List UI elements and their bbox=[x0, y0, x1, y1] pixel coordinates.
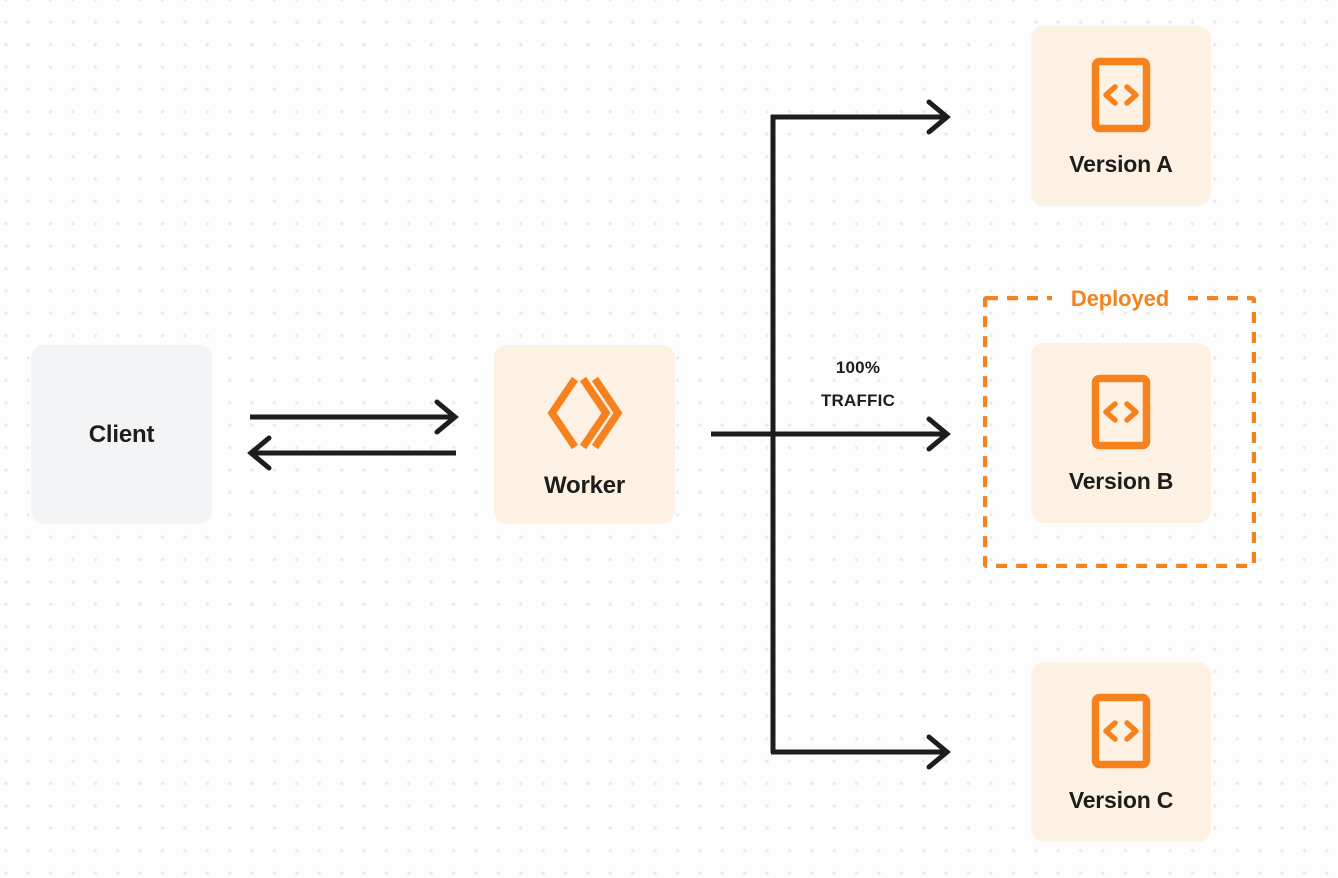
node-worker[interactable]: Worker bbox=[494, 345, 675, 524]
node-client[interactable]: Client bbox=[31, 345, 212, 524]
node-version-a-label: Version A bbox=[1069, 150, 1173, 177]
deployed-label: Deployed bbox=[1052, 286, 1188, 312]
traffic-label: 100% TRAFFIC bbox=[770, 351, 946, 417]
node-version-b-label: Version B bbox=[1068, 467, 1174, 494]
deployed-boundary-box bbox=[983, 296, 1256, 568]
node-client-label: Client bbox=[88, 420, 155, 448]
arrow-client-to-worker bbox=[250, 399, 459, 435]
arrow-worker-to-version-b bbox=[711, 416, 951, 452]
arrow-worker-to-version-a bbox=[771, 99, 951, 135]
node-version-c-label: Version C bbox=[1068, 786, 1174, 813]
traffic-percent-value: 100% bbox=[835, 358, 881, 377]
code-document-icon bbox=[1091, 693, 1151, 769]
node-version-b[interactable]: Version B bbox=[1031, 343, 1211, 523]
code-document-icon bbox=[1091, 57, 1151, 133]
code-document-icon bbox=[1091, 374, 1151, 450]
cloudflare-workers-logo-icon bbox=[544, 372, 626, 454]
arrow-worker-to-client bbox=[247, 435, 456, 471]
node-version-c[interactable]: Version C bbox=[1031, 662, 1211, 842]
arrow-worker-to-version-c bbox=[771, 734, 951, 770]
traffic-word: TRAFFIC bbox=[820, 391, 896, 410]
node-version-a[interactable]: Version A bbox=[1031, 26, 1211, 206]
node-worker-label: Worker bbox=[543, 471, 626, 499]
